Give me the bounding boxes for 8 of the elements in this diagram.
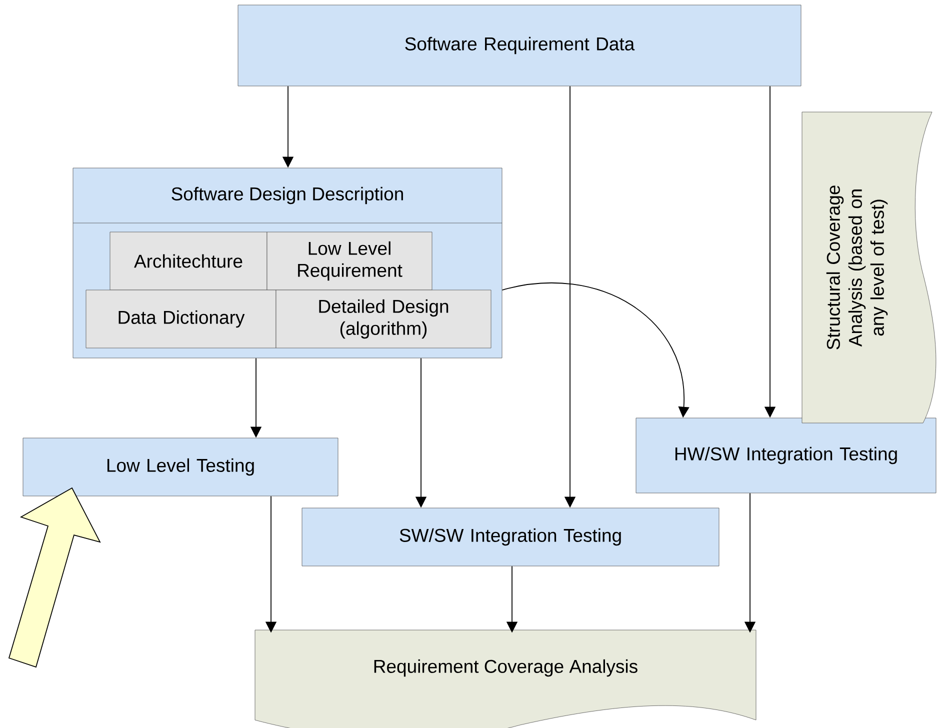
process-box: Data Dictionary [86, 290, 276, 348]
process-box: HW/SW Integration Testing [636, 418, 936, 494]
process-box: Low Level Testing [22, 438, 338, 496]
process-box: SW/SW Integration Testing [302, 508, 720, 566]
process-box: Architechture [110, 232, 268, 290]
process-box: Software Requirement Data [238, 4, 802, 86]
process-box: Low Level Requirement [266, 232, 432, 290]
process-box: Detailed Design (algorithm) [276, 290, 492, 348]
